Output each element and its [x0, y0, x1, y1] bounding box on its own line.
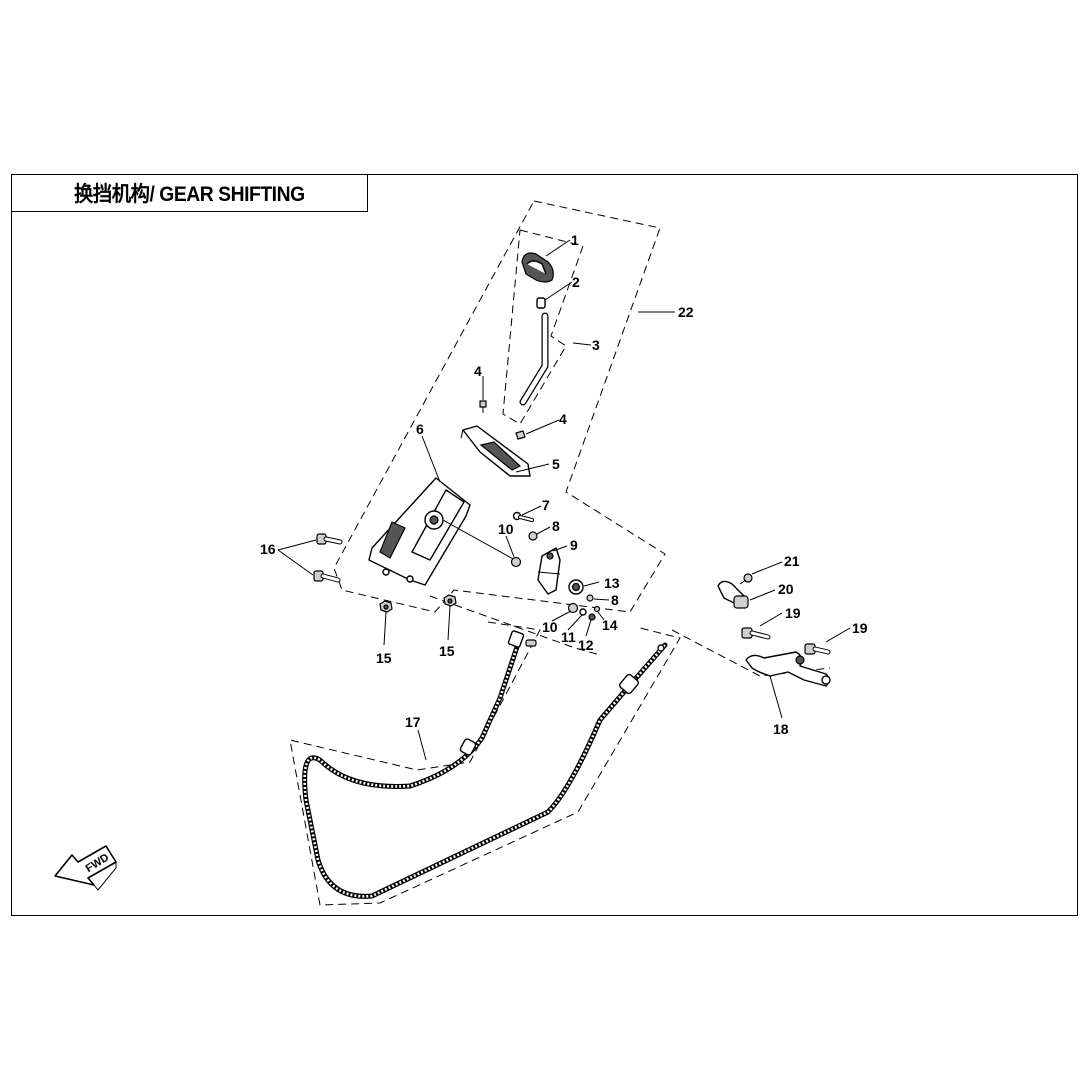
diagram-frame	[11, 174, 1078, 916]
bushing-10-upper	[510, 556, 522, 568]
bolt-19-right	[804, 643, 831, 655]
shift-gate-bracket	[460, 425, 531, 477]
callout-18: 18	[773, 721, 789, 737]
callout-11: 11	[561, 629, 576, 645]
callout-20: 20	[778, 581, 794, 597]
callout-14: 14	[602, 617, 618, 633]
shift-cable-17	[302, 630, 668, 899]
washer-8-lower	[586, 594, 594, 602]
callout-12: 12	[578, 637, 594, 653]
callout-13: 13	[604, 575, 620, 591]
callout-8: 8	[611, 592, 619, 608]
callout-4: 4	[559, 411, 567, 427]
callout-5: 5	[552, 456, 560, 472]
shift-pedal-18	[745, 651, 831, 687]
pedal-link-boundary	[429, 595, 601, 656]
page-title: 换挡机构/ GEAR SHIFTING	[74, 183, 305, 206]
assembly-boundary-22	[333, 200, 666, 613]
callout-labels: 1 2 3 4 4 5 6 7 8 8 9 10 10 11 12 13 14 …	[260, 232, 868, 737]
title-box: 换挡机构/ GEAR SHIFTING	[11, 174, 368, 212]
nut-15-left	[379, 600, 393, 613]
pedal-arm-20	[717, 580, 749, 609]
callout-10: 10	[542, 619, 558, 635]
callout-4: 4	[474, 363, 482, 379]
lever-boundary	[502, 229, 584, 425]
callout-8: 8	[552, 518, 560, 534]
cable-boundary	[289, 621, 681, 906]
pivot-arm-9	[537, 547, 561, 595]
bolt-16-lower	[313, 570, 341, 583]
bolt-icon	[515, 430, 526, 440]
callout-19: 19	[852, 620, 868, 636]
callout-6: 6	[416, 421, 424, 437]
bolt-icon	[479, 400, 487, 413]
shift-lever-rod	[519, 312, 549, 406]
callout-15: 15	[376, 650, 392, 666]
callout-22: 22	[678, 304, 694, 320]
nut-15-right	[443, 594, 457, 607]
seal-13	[568, 579, 584, 595]
bushing-10-lower	[567, 602, 579, 614]
callout-1: 1	[571, 232, 579, 248]
callout-17: 17	[405, 714, 421, 730]
clip-14	[593, 605, 601, 613]
callout-19: 19	[785, 605, 801, 621]
callout-16: 16	[260, 541, 276, 557]
callout-7: 7	[542, 497, 550, 513]
fwd-arrow-icon: FWD	[54, 845, 117, 891]
pin-7	[512, 511, 534, 522]
bolt-16-upper	[316, 533, 343, 545]
washer-8-upper	[528, 531, 538, 541]
leader-lines	[277, 239, 851, 761]
shift-mounting-plate	[368, 477, 516, 586]
callout-9: 9	[570, 537, 578, 553]
knob-collar	[536, 297, 546, 309]
washer-11	[579, 608, 587, 616]
nut-12	[588, 613, 596, 621]
callout-3: 3	[592, 337, 600, 353]
callout-21: 21	[784, 553, 800, 569]
bolt-19-left	[741, 627, 771, 640]
bolt-21	[739, 573, 753, 585]
callout-15: 15	[439, 643, 455, 659]
shift-knob	[521, 252, 554, 283]
callout-2: 2	[572, 274, 580, 290]
callout-10: 10	[498, 521, 514, 537]
